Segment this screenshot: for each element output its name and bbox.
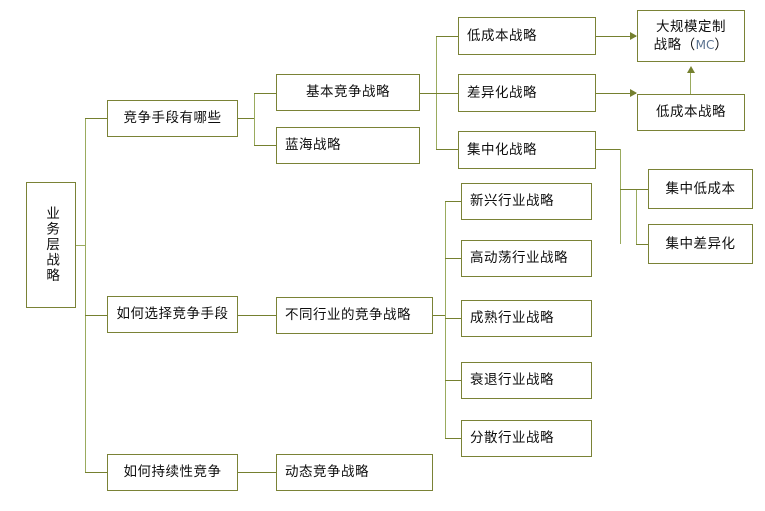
node-declining-industry-strategy[interactable]: 衰退行业战略 <box>461 362 592 399</box>
connector-root-to-l2-2 <box>85 315 107 316</box>
connector-industry-out <box>433 315 445 316</box>
connector-to-lowcost <box>436 36 458 37</box>
connector-to-ind-2 <box>445 258 461 259</box>
node-turbulent-industry-strategy-label: 高动荡行业战略 <box>470 250 568 267</box>
node-industry-competitive-strategy[interactable]: 不同行业的竞争战略 <box>276 297 433 334</box>
connector-root-stub <box>76 245 86 246</box>
root-node-label: 业务层战略 <box>43 206 60 284</box>
node-mass-customization-line1: 大规模定制 <box>656 19 726 35</box>
mc-pre: 战略（ <box>653 37 696 54</box>
node-how-to-choose[interactable]: 如何选择竞争手段 <box>107 296 238 333</box>
connector-to-blueocean <box>254 145 276 146</box>
connector-basic-trunk <box>436 36 437 149</box>
node-mass-customization-line2: 战略（MC） <box>646 36 736 54</box>
connector-basic-out <box>420 93 436 94</box>
connector-root-to-l2-1 <box>85 118 107 119</box>
node-low-cost-strategy-right-label: 低成本战略 <box>656 104 726 121</box>
connector-to-focus <box>436 149 458 150</box>
connector-industry-trunk <box>445 201 446 438</box>
node-focused-differentiation[interactable]: 集中差异化 <box>648 224 753 264</box>
connector-to-ind-3 <box>445 318 461 319</box>
node-fragmented-industry-strategy[interactable]: 分散行业战略 <box>461 420 592 457</box>
node-how-to-sustain-label: 如何持续性竞争 <box>123 464 222 481</box>
node-basic-competitive-strategy[interactable]: 基本竞争战略 <box>276 74 420 111</box>
node-differentiation-strategy[interactable]: 差异化战略 <box>458 74 596 112</box>
node-mass-customization-strategy[interactable]: 大规模定制 战略（MC） <box>637 10 745 62</box>
connector-l2-2-out <box>238 315 276 316</box>
arrowhead-to-lowcost2-icon <box>630 89 637 97</box>
node-emerging-industry-strategy[interactable]: 新兴行业战略 <box>461 183 592 220</box>
node-emerging-industry-strategy-label: 新兴行业战略 <box>470 193 554 210</box>
connector-l2-1-out <box>238 118 254 119</box>
connector-to-ind-4 <box>445 380 461 381</box>
arrowhead-to-mc-icon <box>630 32 637 40</box>
connector-to-focusdiff <box>636 244 648 245</box>
node-basic-competitive-strategy-label: 基本竞争战略 <box>306 84 390 101</box>
node-competitive-means[interactable]: 竞争手段有哪些 <box>107 100 238 137</box>
node-fragmented-industry-strategy-label: 分散行业战略 <box>470 430 554 447</box>
node-dynamic-competition-strategy[interactable]: 动态竞争战略 <box>276 454 433 491</box>
node-industry-competitive-strategy-label: 不同行业的竞争战略 <box>285 307 411 324</box>
node-blue-ocean-strategy-label: 蓝海战略 <box>285 137 341 154</box>
node-blue-ocean-strategy[interactable]: 蓝海战略 <box>276 127 420 164</box>
connector-to-ind-5 <box>445 438 461 439</box>
node-low-cost-strategy-label: 低成本战略 <box>467 27 537 44</box>
node-low-cost-strategy-right[interactable]: 低成本战略 <box>637 94 745 131</box>
node-mature-industry-strategy[interactable]: 成熟行业战略 <box>461 300 592 337</box>
connector-lowcost2-up <box>690 72 691 94</box>
connector-focus-out <box>596 149 620 150</box>
node-low-cost-strategy[interactable]: 低成本战略 <box>458 17 596 55</box>
connector-to-basic <box>254 93 276 94</box>
node-focus-strategy[interactable]: 集中化战略 <box>458 131 596 169</box>
mc-post: ） <box>714 37 729 54</box>
node-turbulent-industry-strategy[interactable]: 高动荡行业战略 <box>461 240 592 277</box>
connector-to-focuslowcost <box>636 189 648 190</box>
node-how-to-sustain[interactable]: 如何持续性竞争 <box>107 454 238 491</box>
connector-focus-mid <box>620 189 636 190</box>
node-focused-low-cost-label: 集中低成本 <box>665 180 736 197</box>
connector-root-trunk <box>85 118 86 472</box>
connector-to-ind-1 <box>445 201 461 202</box>
node-how-to-choose-label: 如何选择竞争手段 <box>116 306 229 323</box>
node-differentiation-strategy-label: 差异化战略 <box>467 84 537 101</box>
node-focus-strategy-label: 集中化战略 <box>467 141 537 158</box>
node-dynamic-competition-strategy-label: 动态竞争战略 <box>285 464 369 481</box>
node-mature-industry-strategy-label: 成熟行业战略 <box>470 310 554 327</box>
connector-l2-1-trunk <box>254 93 255 145</box>
connector-diff-to-lowcost2 <box>596 93 636 94</box>
arrowhead-up-icon <box>687 66 695 73</box>
connector-focus-trunk <box>636 189 637 245</box>
connector-focus-down <box>620 149 621 244</box>
root-node-business-level-strategy[interactable]: 业务层战略 <box>26 182 76 308</box>
node-focused-differentiation-label: 集中差异化 <box>665 235 736 252</box>
connector-to-diff <box>436 93 458 94</box>
connector-lowcost-to-mc <box>596 36 636 37</box>
node-focused-low-cost[interactable]: 集中低成本 <box>648 169 753 209</box>
node-competitive-means-label: 竞争手段有哪些 <box>123 110 222 127</box>
connector-l2-3-out <box>238 472 276 473</box>
mc-abbrev: MC <box>695 38 715 53</box>
node-declining-industry-strategy-label: 衰退行业战略 <box>470 372 554 389</box>
connector-root-to-l2-3 <box>85 472 107 473</box>
